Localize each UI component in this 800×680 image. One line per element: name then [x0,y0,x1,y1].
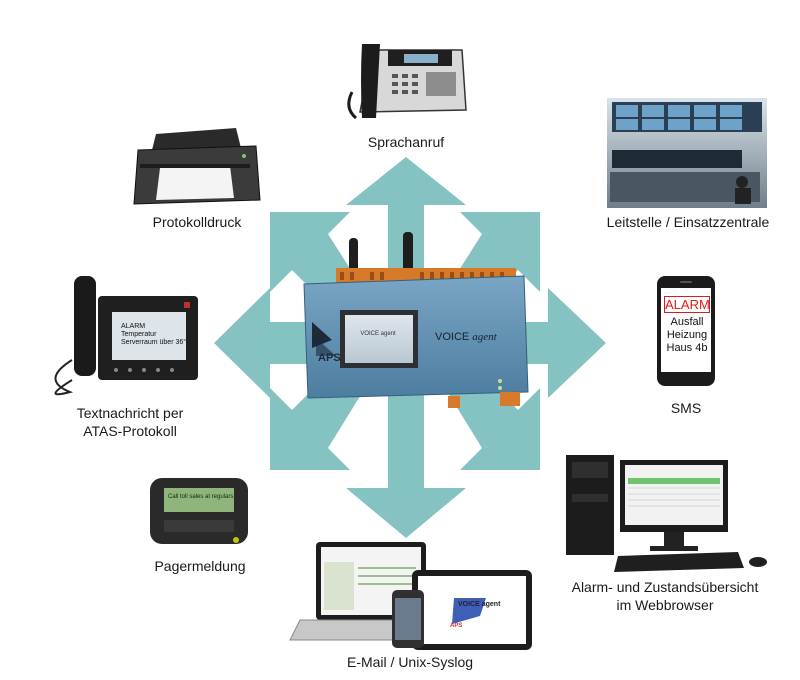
smartphone-icon [657,276,715,386]
ip-phone-line-1: ALARM [121,323,146,330]
label-webbrowser-line2: im Webbrowser [616,597,714,613]
label-webbrowser: Alarm- und Zustandsübersicht im Webbrows… [560,578,770,614]
ip-phone-screen: ALARM Temperatur Serverraum über 36° [121,323,201,347]
label-leitstelle: Leitstelle / Einsatzzentrale [606,214,770,230]
label-protokolldruck: Protokolldruck [152,214,242,230]
device-brand: APS [318,352,341,364]
tablet-brand: APS [450,623,463,629]
label-textnachricht-line2: ATAS-Protokoll [83,423,177,439]
tablet-logo: VOICE agent [458,601,501,608]
label-webbrowser-line1: Alarm- und Zustandsübersicht [571,579,759,595]
label-pagermeldung: Pagermeldung [154,558,246,574]
desktop-computer-icon [566,455,767,572]
label-textnachricht-line1: Textnachricht per [76,405,184,421]
arrow-down [346,380,466,538]
sms-line-2: Heizung [666,329,708,341]
label-sprachanruf: Sprachanruf [367,134,445,150]
label-textnachricht: Textnachricht per ATAS-Protokoll [60,404,200,440]
pager-icon [150,478,248,544]
device-screen-text: VOICE agent [360,331,396,337]
ip-phone-line-2: Temperatur [121,331,157,338]
sms-screen: ALARM Ausfall Heizung Haus 4b [662,296,712,355]
sms-line-3: Haus 4b [666,342,708,354]
device-name: VOICE agent [435,331,497,343]
label-email-syslog: E-Mail / Unix-Syslog [346,654,474,670]
arrow-right [470,288,606,398]
device-name-suffix: agent [472,331,497,343]
laptop-tablet-icon [289,542,532,650]
device-name-prefix: VOICE [435,331,470,343]
desk-phone-icon [347,44,467,120]
ip-phone-line-3: Serverraum über 36° [121,339,187,346]
control-room-icon [607,98,767,208]
sms-line-1: Ausfall [670,316,704,328]
ip-phone-icon [54,276,198,396]
voice-agent-device-icon [303,232,529,408]
arrow-up [346,157,466,300]
sms-alarm-text: ALARM [664,296,710,313]
label-sms: SMS [670,400,702,416]
printer-icon [133,128,261,205]
arrow-left [214,288,340,398]
pager-screen: Call toll sales at regulars [168,494,234,500]
